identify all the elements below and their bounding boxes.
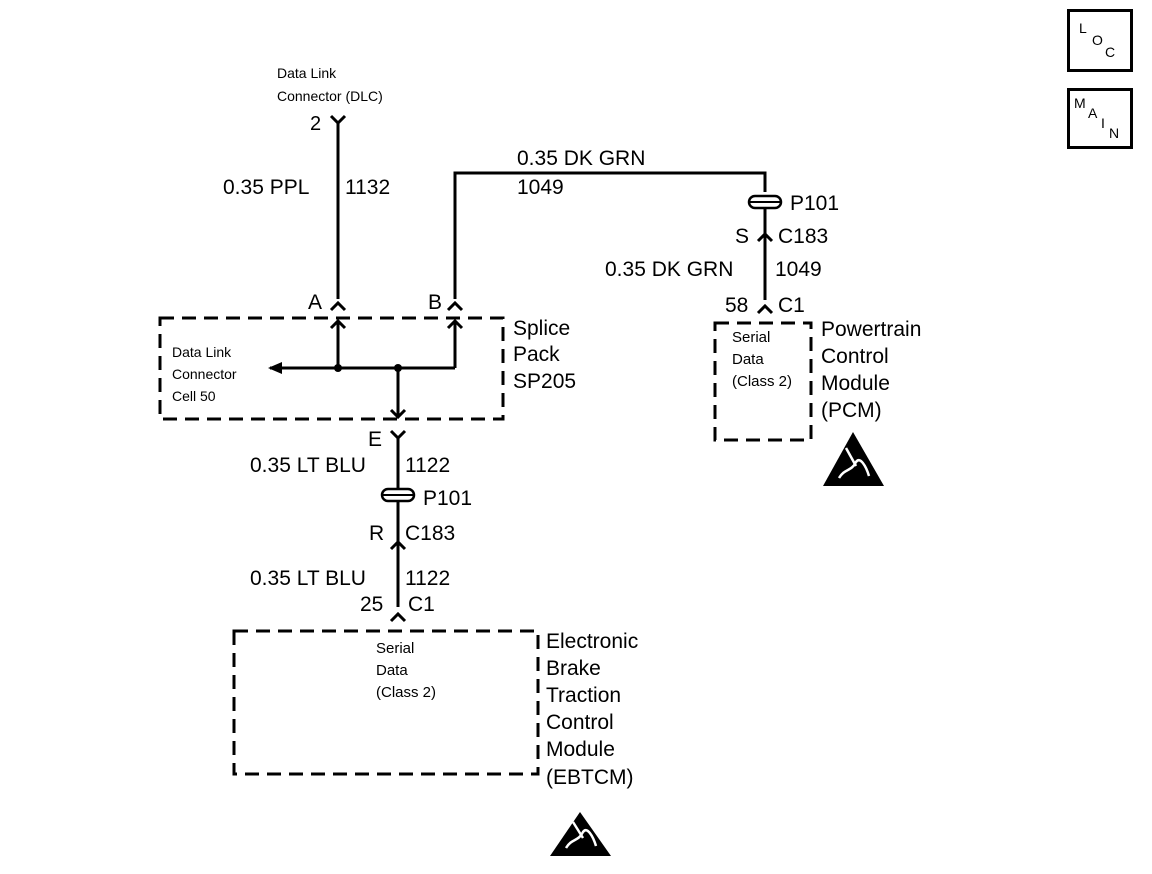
dlc-wire-label: 0.35 PPL bbox=[223, 176, 309, 199]
main-letter-a: A bbox=[1088, 105, 1098, 121]
pcm-p101-label: P101 bbox=[790, 192, 839, 215]
c183-s-connector-symbol bbox=[756, 231, 774, 243]
ebtcm-name-line1: Electronic bbox=[546, 630, 638, 653]
dlc-wire-circuit: 1132 bbox=[345, 176, 390, 199]
splice-pack-name-line1: Splice bbox=[513, 317, 570, 340]
main-letter-n: N bbox=[1109, 125, 1120, 141]
pcm-c183-label: C183 bbox=[778, 225, 828, 248]
ebtcm-c1-label: C1 bbox=[408, 593, 435, 616]
splice-pack-box bbox=[158, 316, 505, 421]
esd-warning-icon-ebtcm bbox=[550, 812, 611, 856]
splice-cell-line1: Data Link bbox=[172, 344, 232, 360]
ebtcm-c183-label: C183 bbox=[405, 522, 455, 545]
loc-letter-l: L bbox=[1079, 20, 1087, 36]
pcm-lower-wire-label: 0.35 DK GRN bbox=[605, 258, 733, 281]
splice-pin-e: E bbox=[368, 428, 382, 451]
ebtcm-upper-wire-circuit: 1122 bbox=[405, 454, 450, 477]
wire-1049-upper bbox=[453, 171, 767, 299]
ebtcm-pin-r: R bbox=[369, 522, 384, 545]
esd-warning-icon-pcm bbox=[823, 432, 884, 486]
pcm-name-line3: Module bbox=[821, 372, 890, 395]
dlc-label-line1: Data Link bbox=[277, 65, 337, 81]
pcm-name-line1: Powertrain bbox=[821, 318, 921, 341]
ebtcm-lower-wire-label: 0.35 LT BLU bbox=[250, 567, 366, 590]
splice-arrow-e bbox=[389, 408, 407, 420]
splice-pin-b: B bbox=[428, 291, 442, 314]
ebtcm-module-box bbox=[232, 629, 540, 776]
c1-58-connector-symbol bbox=[756, 303, 774, 315]
pcm-c1-label: C1 bbox=[778, 294, 805, 317]
ebtcm-serial-line2: Data bbox=[376, 662, 408, 679]
splice-node-a bbox=[334, 364, 342, 372]
pcm-name-line2: Control bbox=[821, 345, 889, 368]
pcm-top-wire-label: 0.35 DK GRN bbox=[517, 147, 645, 170]
c183-r-connector-symbol bbox=[389, 539, 407, 551]
splice-arrow-cell bbox=[268, 362, 282, 374]
pcm-serial-line1: Serial bbox=[732, 329, 770, 346]
ebtcm-serial-line3: (Class 2) bbox=[376, 684, 436, 701]
pcm-top-wire-circuit: 1049 bbox=[517, 176, 564, 199]
ebtcm-upper-wire-label: 0.35 LT BLU bbox=[250, 454, 366, 477]
loc-button[interactable]: L O C bbox=[1067, 9, 1133, 72]
main-letter-i: I bbox=[1101, 115, 1105, 131]
ebtcm-lower-wire-circuit: 1122 bbox=[405, 567, 450, 590]
dlc-pin: 2 bbox=[310, 113, 321, 135]
splice-cell-line3: Cell 50 bbox=[172, 388, 216, 404]
pcm-pin-58: 58 bbox=[725, 294, 748, 317]
pcm-serial-line3: (Class 2) bbox=[732, 373, 792, 390]
c1-25-connector-symbol bbox=[389, 611, 407, 623]
dlc-label-line2: Connector (DLC) bbox=[277, 88, 383, 104]
ebtcm-name-line2: Brake bbox=[546, 657, 601, 680]
pin-e-connector-symbol bbox=[389, 429, 407, 441]
pcm-module-box bbox=[713, 321, 813, 442]
ebtcm-serial-line1: Serial bbox=[376, 640, 414, 657]
splice-pack-name-line2: Pack bbox=[513, 343, 560, 366]
pcm-name-line4: (PCM) bbox=[821, 399, 882, 422]
ebtcm-pin-25: 25 bbox=[360, 593, 383, 616]
ebtcm-name-line5: Module bbox=[546, 738, 615, 761]
pin-a-connector-symbol bbox=[329, 300, 347, 312]
pin-b-connector-symbol bbox=[446, 300, 464, 312]
splice-arrow-b bbox=[446, 318, 464, 330]
pcm-serial-line2: Data bbox=[732, 351, 764, 368]
splice-cell-line2: Connector bbox=[172, 366, 237, 382]
splice-pack-name-line3: SP205 bbox=[513, 370, 576, 393]
ebtcm-name-line4: Control bbox=[546, 711, 614, 734]
splice-pin-a: A bbox=[308, 291, 322, 314]
loc-letter-o: O bbox=[1092, 32, 1103, 48]
splice-arrow-a bbox=[329, 318, 347, 330]
ebtcm-p101-label: P101 bbox=[423, 487, 472, 510]
pcm-pin-s: S bbox=[735, 225, 749, 248]
loc-letter-c: C bbox=[1105, 44, 1116, 60]
pcm-lower-wire-circuit: 1049 bbox=[775, 258, 822, 281]
ebtcm-name-line6: (EBTCM) bbox=[546, 766, 634, 789]
main-letter-m: M bbox=[1074, 95, 1086, 111]
main-button[interactable]: M A I N bbox=[1067, 88, 1133, 149]
ebtcm-name-line3: Traction bbox=[546, 684, 621, 707]
dlc-connector-symbol bbox=[329, 114, 347, 126]
